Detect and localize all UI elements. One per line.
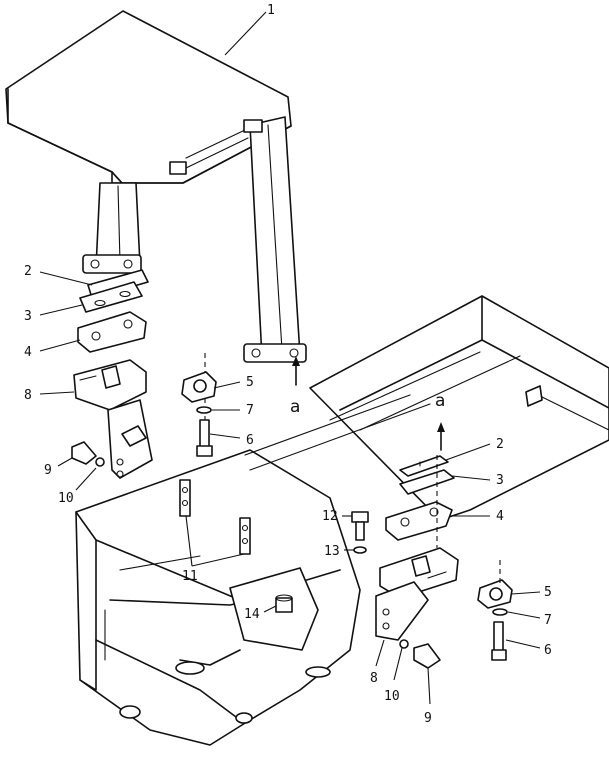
callout-9-left: 9 (44, 463, 52, 478)
leader-lines (39, 11, 541, 705)
callout-2-left: 2 (24, 264, 32, 279)
callout-2-right: 2 (496, 437, 504, 452)
view-mark-a-right: a (435, 391, 445, 411)
view-arrow-right: a (435, 391, 445, 451)
callout-labels: 1 2 3 4 8 5 7 6 9 10 11 2 3 4 12 13 14 5… (24, 3, 552, 726)
canopy (5, 10, 307, 363)
callout-6-left: 6 (246, 433, 254, 448)
callout-7-left: 7 (246, 403, 254, 418)
callout-10-right: 10 (384, 689, 400, 704)
callout-4-right: 4 (496, 509, 504, 524)
callout-3-left: 3 (24, 309, 32, 324)
right-bolt-9-10 (399, 639, 441, 669)
callout-3-right: 3 (496, 473, 504, 488)
callout-14: 14 (244, 607, 260, 622)
view-arrow-left: a (290, 356, 300, 417)
callout-9-right: 9 (424, 711, 432, 726)
callout-12: 12 (322, 509, 338, 524)
callout-7-right: 7 (544, 613, 552, 628)
machine-frame (75, 295, 609, 746)
left-bolt-9-10 (71, 441, 105, 467)
callout-1: 1 (267, 3, 275, 18)
callout-5-right: 5 (544, 585, 552, 600)
right-bolt-set (477, 560, 513, 661)
callout-4-left: 4 (24, 345, 32, 360)
left-mount-stack (73, 269, 206, 479)
left-bolt-set (181, 371, 217, 457)
callout-11: 11 (182, 569, 198, 584)
callout-8-right: 8 (370, 671, 378, 686)
view-mark-a-left: a (290, 397, 300, 417)
callout-13: 13 (324, 544, 340, 559)
callout-10-left: 10 (58, 491, 74, 506)
right-mount-stack (375, 455, 459, 641)
callout-6-right: 6 (544, 643, 552, 658)
clips-11 (179, 479, 251, 555)
callout-8-left: 8 (24, 388, 32, 403)
callout-5-left: 5 (246, 375, 254, 390)
bolt-set-12-13-14 (275, 511, 369, 613)
